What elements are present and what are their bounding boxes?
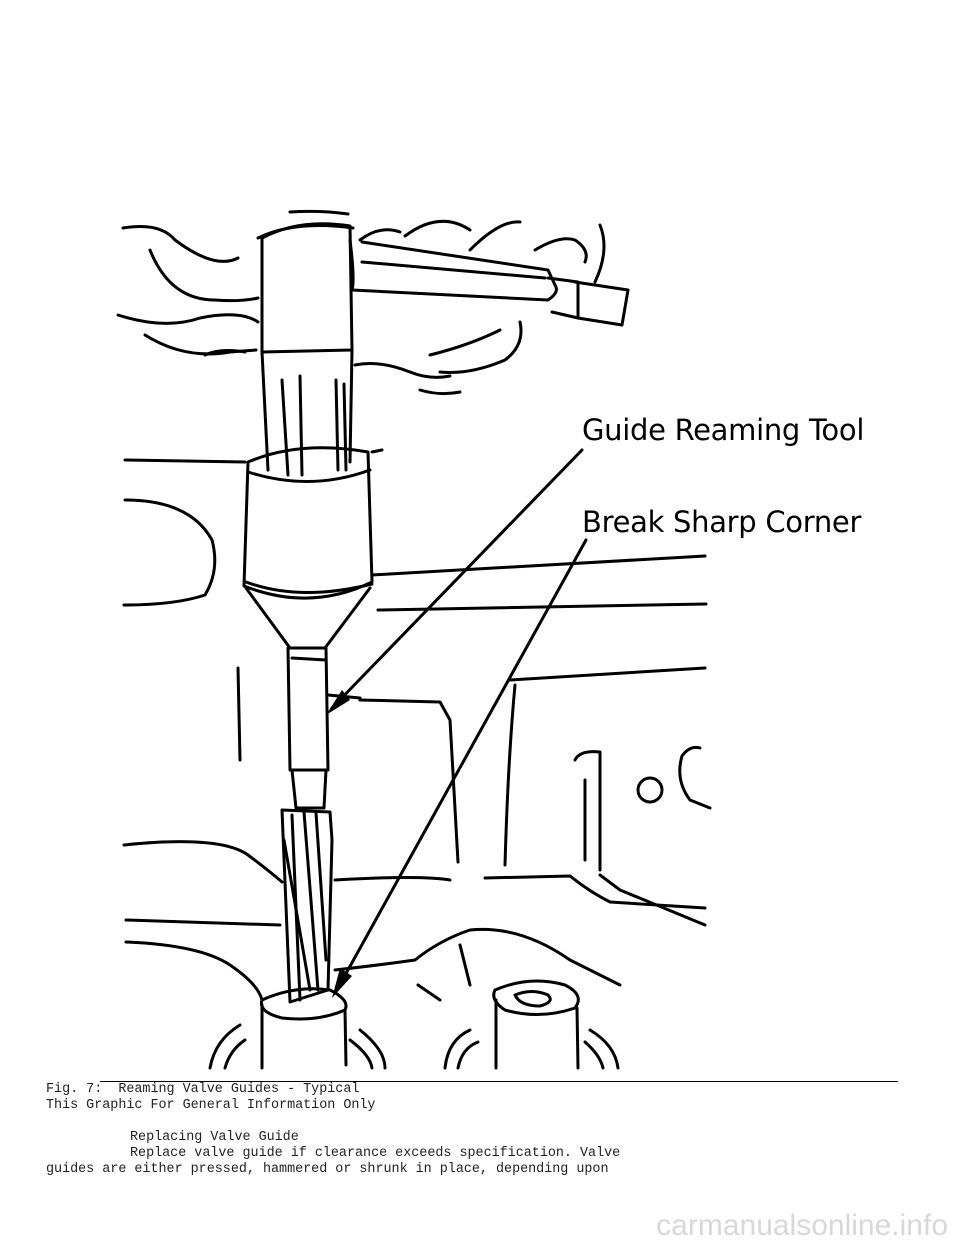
arrowheads [326, 690, 352, 998]
figure-caption-title: Fig. 7: Reaming Valve Guides - Typical [46, 1082, 360, 1097]
caption-divider [100, 1081, 898, 1082]
leader-lines [330, 448, 588, 990]
valve-boss-right-drawing [443, 979, 620, 1070]
section-heading: Replacing Valve Guide [130, 1130, 299, 1145]
valve-boss-left-drawing [208, 987, 387, 1070]
body-paragraph-line-1: Replace valve guide if clearance exceeds… [130, 1146, 621, 1161]
oil-port-drawing [636, 745, 712, 810]
figure-caption-note: This Graphic For General Information Onl… [46, 1098, 376, 1113]
reaming-tool-illustration: Guide Reaming Tool Break Sharp Corner [116, 209, 864, 1070]
watermark: carmanualsonline.info [656, 1209, 948, 1242]
label-guide-reaming-tool: Guide Reaming Tool [582, 413, 864, 447]
reamer-flutes-drawing [280, 808, 334, 1004]
body-paragraph-line-2: guides are either pressed, hammered or s… [46, 1162, 609, 1177]
watermark-text: carmanualsonline.info [656, 1209, 948, 1242]
hand-drawing [116, 209, 606, 396]
collar-drawing [242, 348, 374, 810]
cylinder-head-drawing [122, 448, 708, 1002]
t-handle-drawing [256, 222, 630, 354]
label-break-sharp-corner: Break Sharp Corner [582, 505, 861, 539]
